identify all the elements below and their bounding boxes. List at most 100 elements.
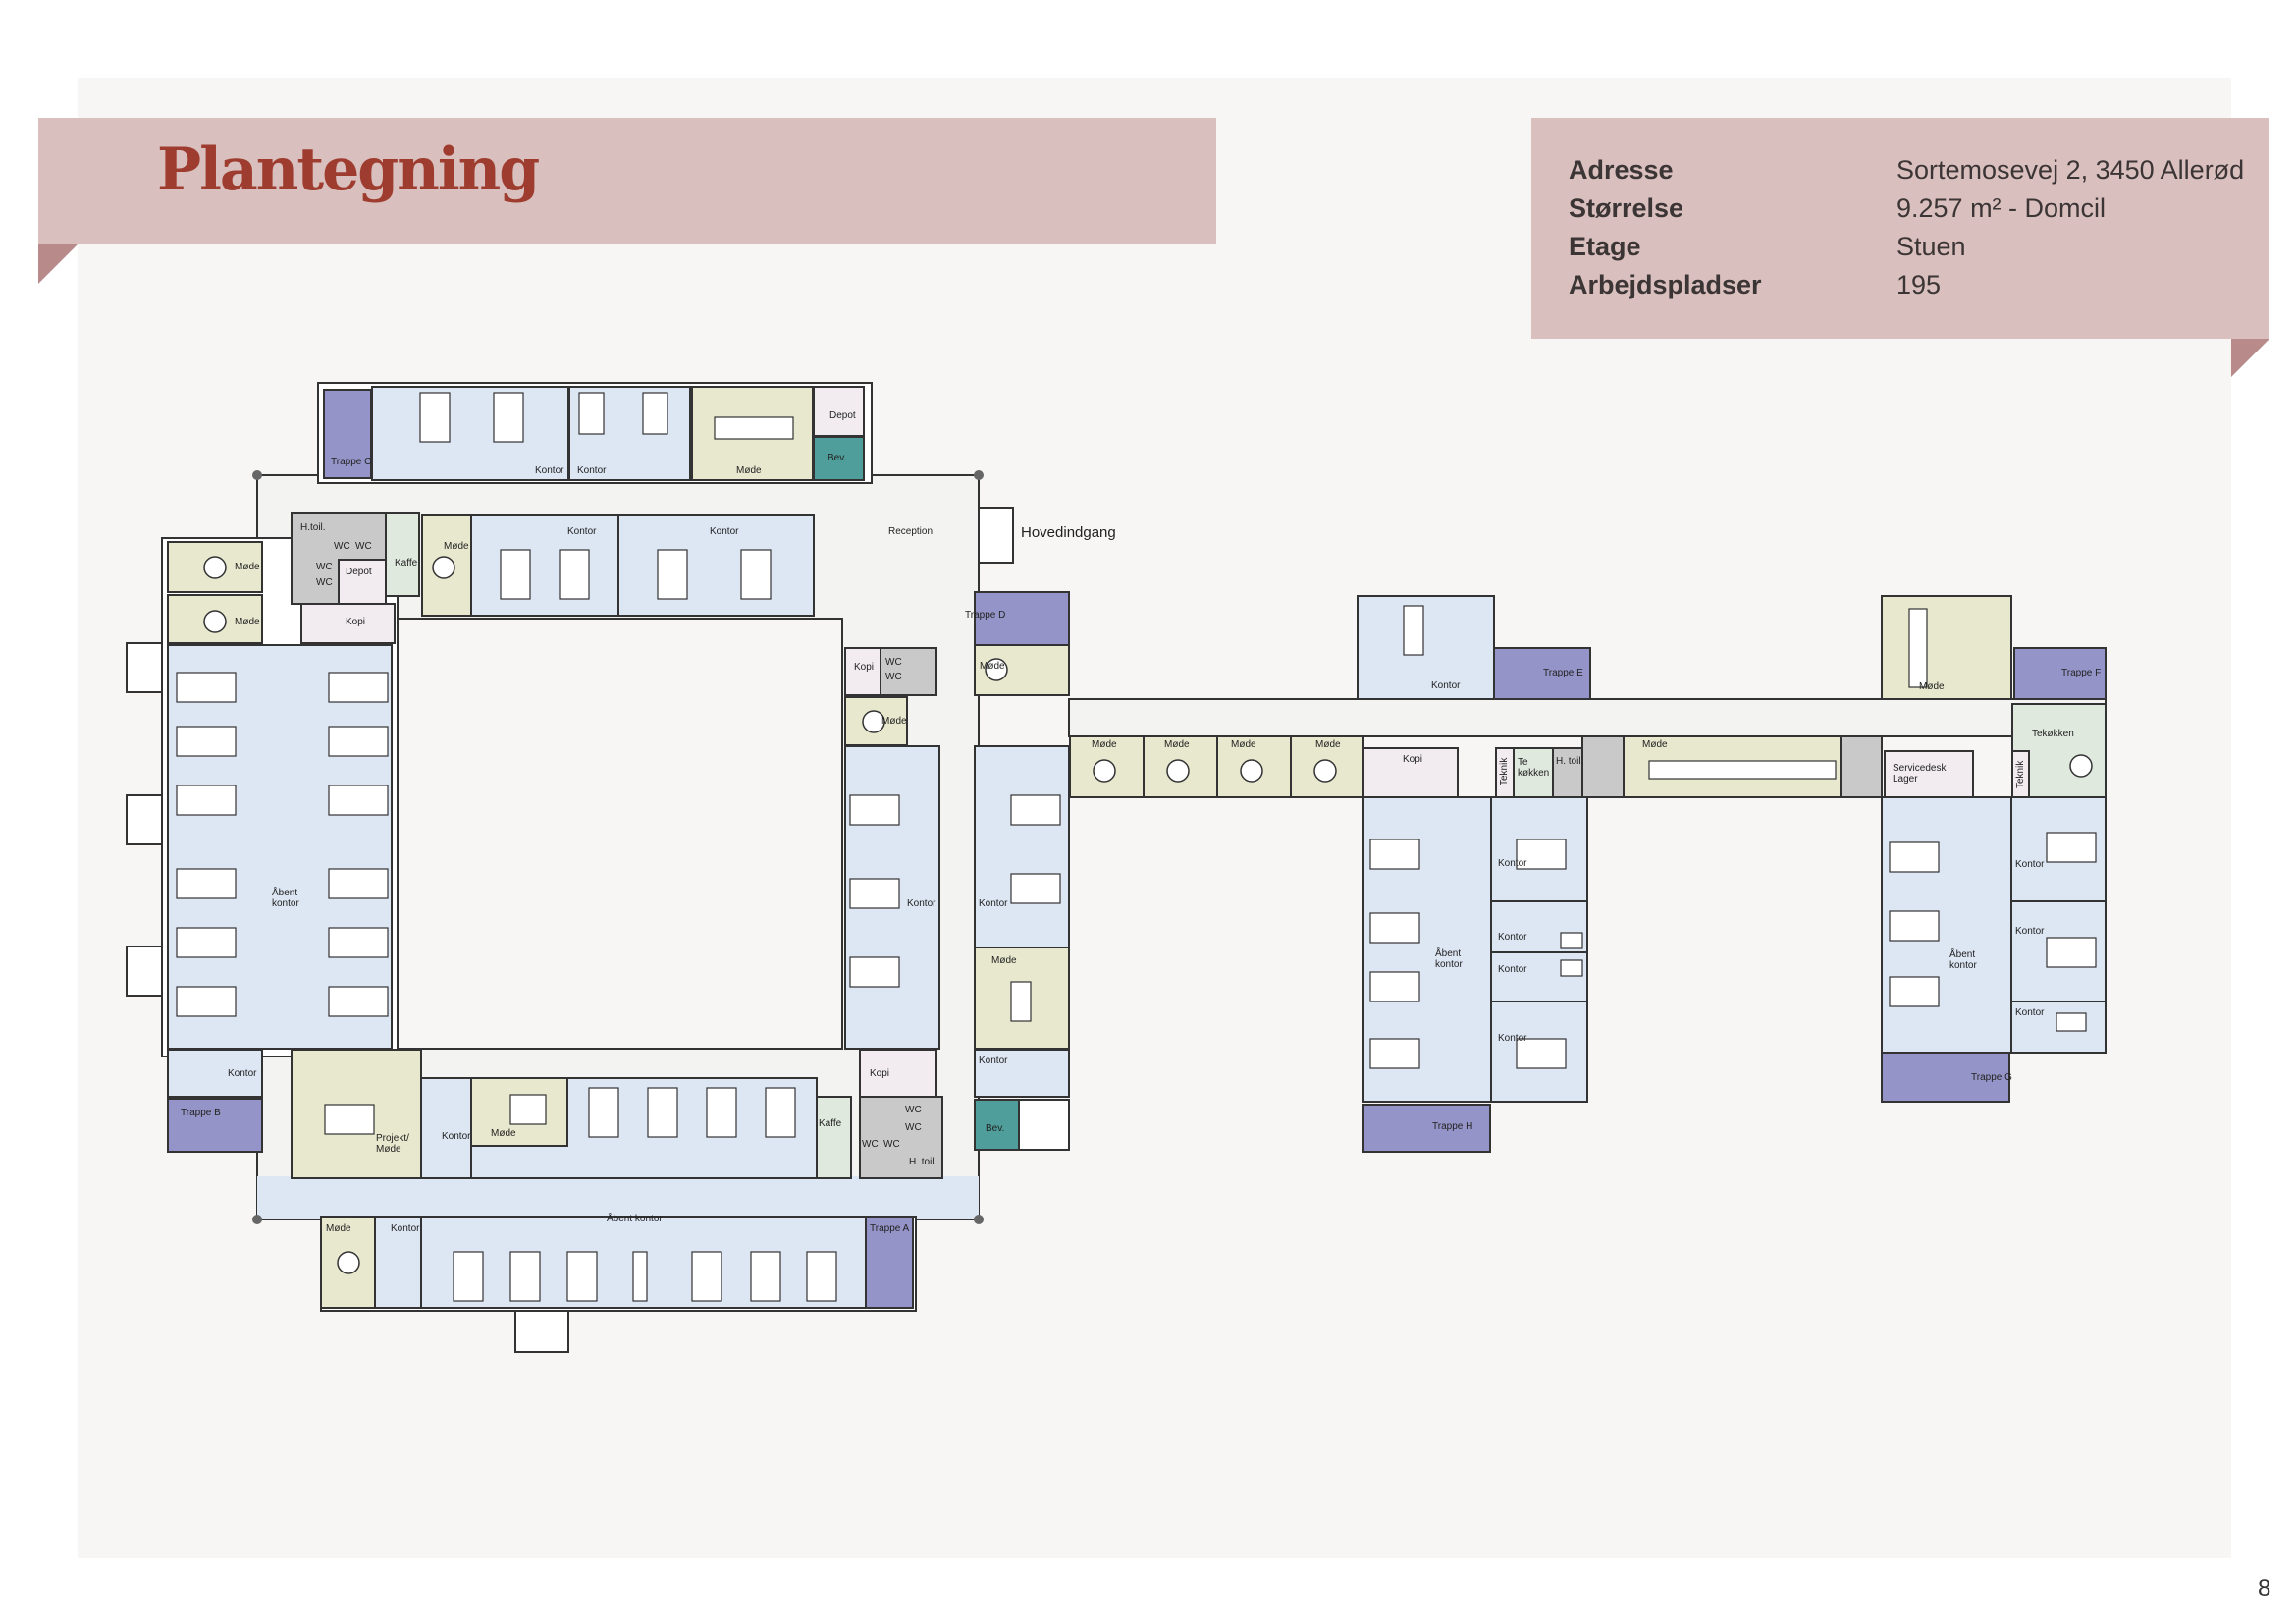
room-stairs — [1362, 1104, 1491, 1153]
desk — [328, 785, 389, 816]
room-kitchen — [816, 1096, 852, 1179]
desk — [1516, 839, 1567, 870]
room-label: Kontor — [1431, 680, 1461, 691]
info-value: Stuen — [1896, 232, 1966, 261]
room-label: WC — [862, 1139, 879, 1150]
info-label: Adresse — [1569, 155, 1674, 185]
room-office — [470, 514, 619, 617]
desk — [176, 868, 237, 899]
room-label: Teknik — [2015, 760, 2026, 788]
room-label: Kontor — [1498, 964, 1527, 975]
courtyard — [391, 618, 843, 1050]
desk — [2046, 937, 2097, 968]
room-label: Kontor — [2015, 859, 2045, 870]
round-table — [1313, 759, 1337, 783]
room-blank — [1018, 1099, 1070, 1151]
info-label: Etage — [1569, 232, 1641, 261]
room-label: Kontor — [979, 898, 1008, 909]
room-meeting — [1881, 595, 2012, 700]
desk — [1369, 971, 1420, 1002]
room-label: Åbent kontor — [607, 1214, 663, 1224]
room-label: Depot — [829, 410, 856, 421]
desk — [1010, 794, 1061, 826]
room-office — [617, 514, 815, 617]
room-label: Trappe H — [1432, 1121, 1473, 1132]
room-label: WC — [885, 657, 902, 668]
desk — [642, 392, 668, 435]
desk — [714, 416, 794, 440]
desk — [849, 794, 900, 826]
room-label: Kontor — [710, 526, 739, 537]
room-label: Møde — [881, 716, 907, 727]
desk — [740, 549, 772, 600]
room-label: Projekt/ Møde — [376, 1133, 409, 1155]
info-value: 9.257 m² - Domcil — [1896, 193, 2107, 223]
main-entrance-door — [978, 507, 1014, 564]
desk — [750, 1251, 781, 1302]
room-label: Møde — [235, 562, 260, 572]
room-label: Kontor — [1498, 858, 1527, 869]
round-table — [1093, 759, 1116, 783]
desk — [632, 1251, 648, 1302]
round-table — [1240, 759, 1263, 783]
desk — [706, 1087, 737, 1138]
room-label: Kontor — [391, 1223, 420, 1234]
desk — [509, 1251, 541, 1302]
desk — [657, 549, 688, 600]
info-label: Arbejdspladser — [1569, 270, 1762, 299]
room-stairs — [1493, 647, 1591, 700]
room-stairs — [974, 591, 1070, 646]
room-label: WC — [355, 541, 372, 552]
room-label: Kontor — [2015, 1007, 2045, 1018]
desk — [419, 392, 451, 443]
desk — [559, 549, 590, 600]
room-office — [974, 1049, 1070, 1098]
room-label: Møde — [1164, 739, 1190, 750]
room-label: Bev. — [828, 453, 847, 463]
room-office — [167, 1049, 263, 1098]
projection — [514, 1310, 569, 1353]
room-label: Møde — [736, 465, 762, 476]
room-office — [371, 386, 569, 481]
room-label: Åbent kontor — [1949, 949, 1977, 971]
desk — [328, 726, 389, 757]
room-label: Møde — [326, 1223, 351, 1234]
room-wc — [1581, 735, 1625, 798]
desk — [578, 392, 605, 435]
room-label: Kontor — [979, 1056, 1008, 1066]
columns — [252, 470, 984, 1224]
info-value: 195 — [1896, 270, 1942, 299]
room-label: Møde — [1315, 739, 1341, 750]
desk — [647, 1087, 678, 1138]
desk — [1369, 912, 1420, 944]
main-entrance-label: Hovedindgang — [1021, 524, 1116, 541]
room-label: Kontor — [442, 1131, 471, 1142]
room-label: Kopi — [1403, 754, 1423, 765]
room-label: Møde — [444, 541, 469, 552]
round-table — [432, 556, 455, 579]
room-label: Møde — [1092, 739, 1117, 750]
desk — [849, 878, 900, 909]
desk — [176, 672, 237, 703]
room-label: Åbent kontor — [1435, 948, 1463, 970]
room-label: H. toil. — [1556, 756, 1584, 767]
room-kitchen — [1513, 747, 1554, 798]
open-office-corridor — [257, 1176, 979, 1219]
desk — [1369, 839, 1420, 870]
room-label: Møde — [980, 661, 1005, 672]
projection — [126, 946, 163, 997]
desk — [493, 392, 524, 443]
desk — [849, 956, 900, 988]
room-label: Åbent kontor — [272, 888, 299, 909]
room-label: Møde — [1919, 681, 1945, 692]
desk — [1889, 910, 1940, 942]
info-value: Sortemosevej 2, 3450 Allerød — [1896, 155, 2245, 185]
room-depot — [813, 386, 865, 437]
page-title: Plantegning — [157, 135, 540, 204]
desk — [806, 1251, 837, 1302]
projection — [126, 794, 163, 845]
desk — [1403, 605, 1424, 656]
room-label: Trappe B — [181, 1108, 221, 1118]
